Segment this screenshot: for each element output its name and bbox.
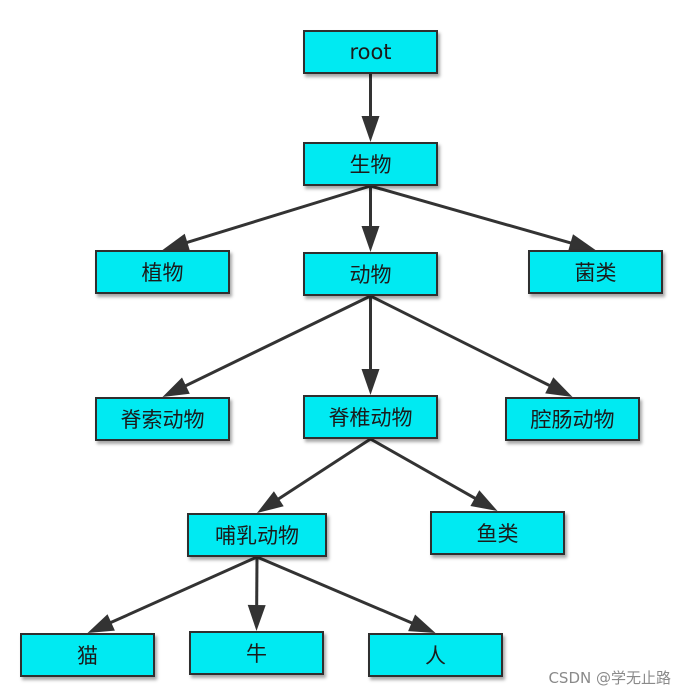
arrowhead-animal-chordate [162, 377, 190, 397]
node-root: root [303, 30, 438, 74]
arrowhead-animal-vertebrate [361, 369, 380, 395]
node-fungus: 菌类 [528, 250, 663, 294]
node-vertebrate: 脊椎动物 [303, 395, 438, 439]
node-chordate: 脊索动物 [95, 397, 230, 441]
edge-vertebrate-fish [369, 437, 478, 501]
arrowhead-mammal-cow [247, 604, 266, 631]
edge-vertebrate-mammal [276, 437, 372, 502]
edge-organism-fungus [370, 184, 573, 245]
node-plant: 植物 [95, 250, 230, 294]
node-coelenterate: 腔肠动物 [505, 397, 640, 441]
watermark: CSDN @学无止路 [548, 669, 671, 687]
arrowhead-root-organism [361, 116, 380, 142]
node-animal: 动物 [303, 252, 438, 296]
node-human: 人 [368, 633, 503, 677]
node-cow: 牛 [189, 631, 324, 675]
node-cat: 猫 [20, 633, 155, 677]
edge-animal-coelenterate [369, 294, 552, 388]
arrowhead-animal-coelenterate [545, 377, 573, 397]
arrowhead-vertebrate-fish [470, 490, 498, 511]
edge-animal-chordate [183, 294, 372, 388]
node-organism: 生物 [303, 142, 438, 186]
edge-mammal-human [256, 555, 415, 625]
arrowhead-mammal-cat [87, 614, 115, 633]
edge-mammal-cat [108, 555, 258, 625]
arrowhead-organism-fungus [568, 234, 596, 252]
node-fish: 鱼类 [430, 511, 565, 555]
arrowhead-organism-plant [162, 233, 190, 251]
edge-organism-plant [184, 184, 371, 245]
node-mammal: 哺乳动物 [187, 513, 327, 557]
arrowhead-organism-animal [361, 226, 380, 252]
arrowhead-vertebrate-mammal [257, 491, 284, 513]
arrowhead-mammal-human [408, 614, 436, 633]
